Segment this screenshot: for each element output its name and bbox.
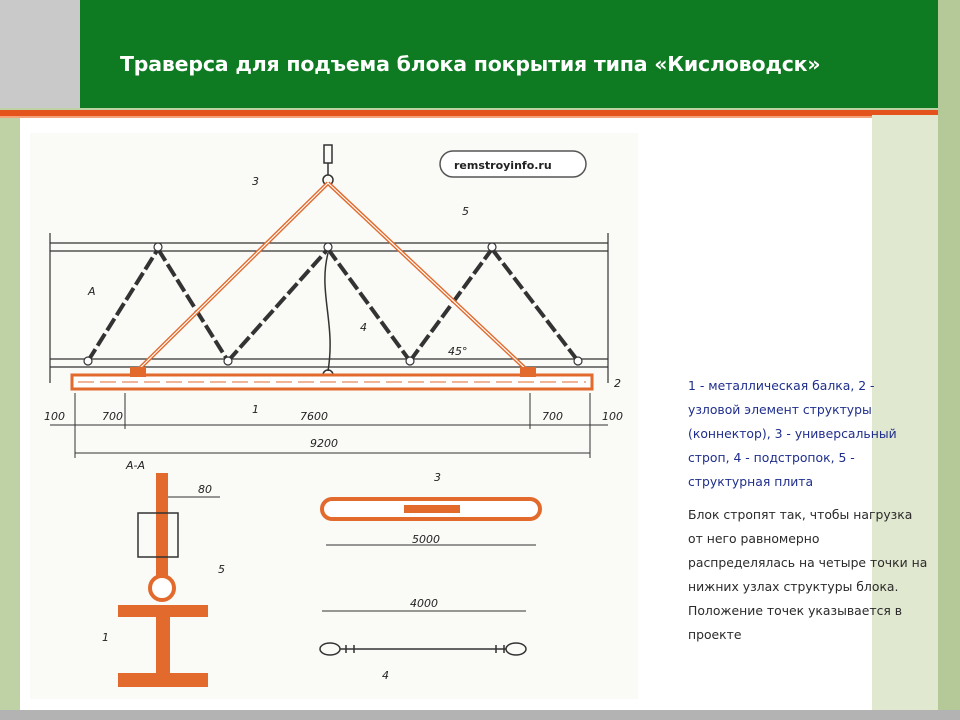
label-3: 3 [252, 175, 259, 188]
dimension-lines [50, 393, 608, 458]
dim-100-right: 100 [602, 410, 623, 423]
sling-inner [134, 182, 531, 374]
label-section-a: А [87, 285, 96, 298]
label-5: 5 [462, 205, 469, 218]
label-1-section: 1 [102, 631, 109, 644]
accent-bar [0, 110, 938, 116]
watermark-badge: remstroyinfo.ru [439, 150, 587, 178]
dim-7600: 7600 [300, 410, 328, 423]
technical-drawing: 100 700 7600 700 100 9200 3 5 4 2 1 45° … [30, 133, 638, 699]
label-4-detail: 4 [382, 669, 389, 682]
dim-100-left: 100 [44, 410, 65, 423]
label-angle: 45° [448, 345, 468, 358]
label-5-section: 5 [218, 563, 225, 576]
legend-caption: 1 - металлическая балка, 2 - узловой эле… [688, 378, 897, 489]
decor-right-strip [872, 115, 938, 715]
slide-header: Траверса для подъема блока покрытия типа… [80, 0, 938, 108]
label-4: 4 [360, 321, 367, 334]
sling-detail [320, 497, 542, 546]
accent-bar-light [0, 116, 938, 118]
slide-title: Траверса для подъема блока покрытия типа… [120, 52, 821, 76]
dim-700-right: 700 [542, 410, 563, 423]
decor-left-strip [0, 0, 80, 108]
dim-700-left: 700 [102, 410, 123, 423]
dim-80: 80 [198, 483, 212, 496]
label-1: 1 [252, 403, 259, 416]
dim-4000: 4000 [410, 597, 438, 610]
section-aa [118, 473, 220, 687]
decor-bottom-strip [0, 710, 960, 720]
watermark-text: remstroyinfo.ru [454, 159, 552, 172]
drawing-svg: 100 700 7600 700 100 9200 3 5 4 2 1 45° … [44, 144, 623, 687]
decor-right-edge [938, 0, 960, 720]
truss-nodes [83, 242, 583, 366]
label-2: 2 [614, 377, 621, 390]
hook [322, 144, 334, 381]
body-text: Блок стропят так, чтобы нагрузка от него… [688, 507, 928, 642]
label-3-detail: 3 [434, 471, 441, 484]
metal-beam [70, 367, 594, 391]
dim-9200: 9200 [310, 437, 338, 450]
truss-web [86, 247, 580, 363]
dim-5000: 5000 [412, 533, 440, 546]
section-title: А-А [125, 459, 145, 472]
subsling-detail [319, 610, 527, 656]
